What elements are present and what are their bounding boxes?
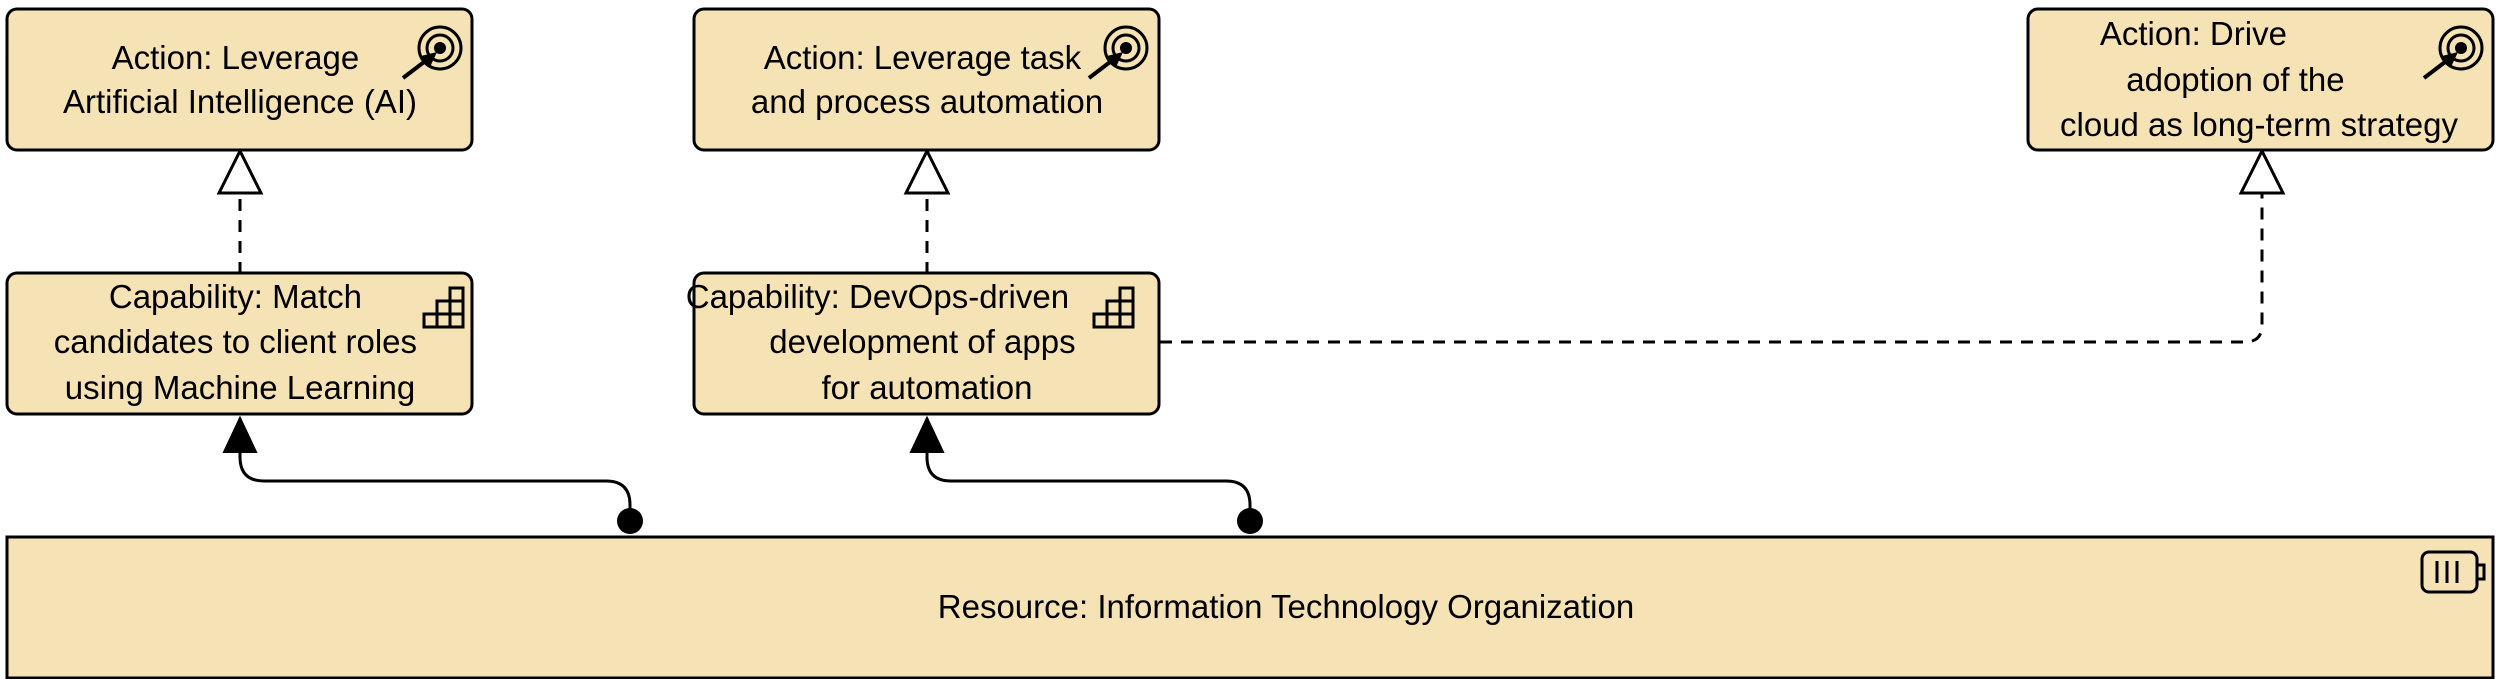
assignment-origin-dot-ml <box>617 508 643 534</box>
assignment-resource-to-ml[interactable] <box>222 415 632 521</box>
node-label: Resource: Information Technology Organiz… <box>938 588 1634 625</box>
node-resource-it[interactable]: Resource: Information Technology Organiz… <box>5 535 2495 679</box>
goal-target-icon <box>1087 25 1149 80</box>
goal-target-icon <box>401 25 463 80</box>
node-label: Capability: DevOps-driven development of… <box>686 278 1085 406</box>
label-line-1: Action: Leverage <box>112 39 360 76</box>
node-action-ai[interactable]: Action: Leverage Artificial Intelligence… <box>5 7 474 152</box>
node-label: Action: Leverage Artificial Intelligence… <box>63 39 417 120</box>
label-line-2: and process automation <box>751 83 1103 120</box>
label-line-1: Capability: Match <box>109 278 362 315</box>
node-label: Action: Drive adoption of the cloud as l… <box>2060 15 2459 143</box>
node-action-cloud[interactable]: Action: Drive adoption of the cloud as l… <box>2026 7 2495 152</box>
label-line-1: Action: Leverage task <box>764 39 1082 76</box>
node-capability-devops[interactable]: Capability: DevOps-driven development of… <box>686 271 1161 416</box>
label-line-2: adoption of the <box>2126 61 2344 98</box>
element-box <box>692 7 1161 152</box>
label-line-3: cloud as long-term strategy <box>2060 106 2459 143</box>
label-line-2: candidates to client roles <box>54 323 417 360</box>
assignment-resource-to-devops[interactable] <box>909 415 1252 521</box>
label-line-3: using Machine Learning <box>65 369 415 406</box>
node-action-automation[interactable]: Action: Leverage task and process automa… <box>692 7 1161 152</box>
assignment-origin-dot-devops <box>1237 508 1263 534</box>
label-line-1: Capability: DevOps-driven <box>686 278 1069 315</box>
element-box <box>692 271 1161 416</box>
label-line-1: Action: Drive <box>2100 15 2287 52</box>
label-line-1: Resource: Information Technology Organiz… <box>938 588 1634 625</box>
element-box <box>5 271 474 416</box>
label-line-3: for automation <box>822 369 1033 406</box>
node-label: Capability: Match candidates to client r… <box>54 278 426 406</box>
label-line-2: Artificial Intelligence (AI) <box>63 83 417 120</box>
node-capability-ml[interactable]: Capability: Match candidates to client r… <box>5 271 474 416</box>
element-box <box>5 535 2495 679</box>
capability-stairs-icon <box>422 286 465 329</box>
goal-target-icon <box>2422 25 2484 80</box>
label-line-2: development of apps <box>769 323 1075 360</box>
relationships <box>216 147 2286 534</box>
node-label: Action: Leverage task and process automa… <box>751 39 1103 120</box>
resource-battery-icon <box>2420 550 2486 594</box>
capability-stairs-icon <box>1092 286 1135 329</box>
element-box <box>5 7 474 152</box>
realization-devops-to-cloud[interactable] <box>1160 147 2286 344</box>
element-box <box>2026 7 2495 152</box>
